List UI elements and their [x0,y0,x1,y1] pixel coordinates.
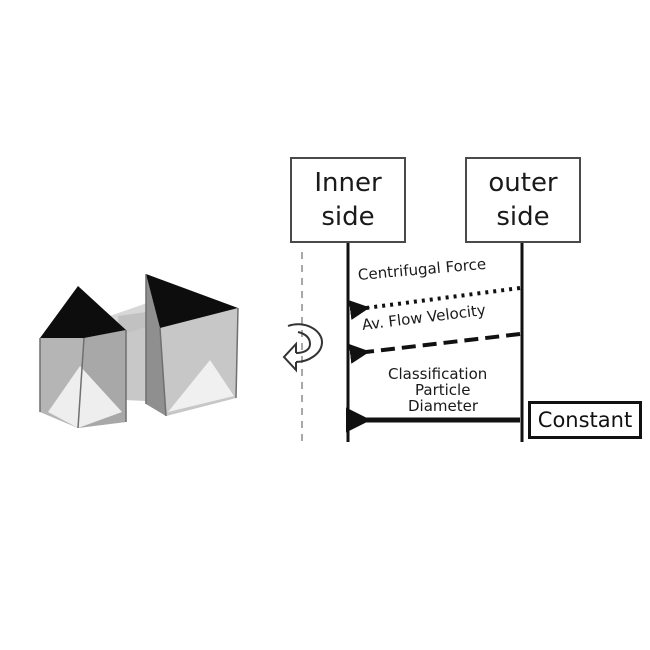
right-prism [145,274,239,417]
flow-velocity-arrow [348,332,521,364]
classification-label-line2: Particle [415,381,471,399]
constant-box: Constant [528,401,642,439]
outer-side-box: outer side [465,157,581,243]
inner-side-line2: side [321,202,375,232]
centrifugal-force-arrow [348,286,521,320]
outer-side-line2: side [496,202,550,232]
rotation-arrow-icon [282,323,324,373]
prism-pair-illustration [39,274,239,429]
constant-label: Constant [537,408,633,432]
classification-label-line3: Diameter [408,397,479,415]
inner-side-box: Inner side [290,157,406,243]
left-prism [39,286,127,429]
outer-side-line1: outer [488,168,558,198]
inner-side-line1: Inner [314,168,382,198]
classification-label-line1: Classification [388,365,488,383]
